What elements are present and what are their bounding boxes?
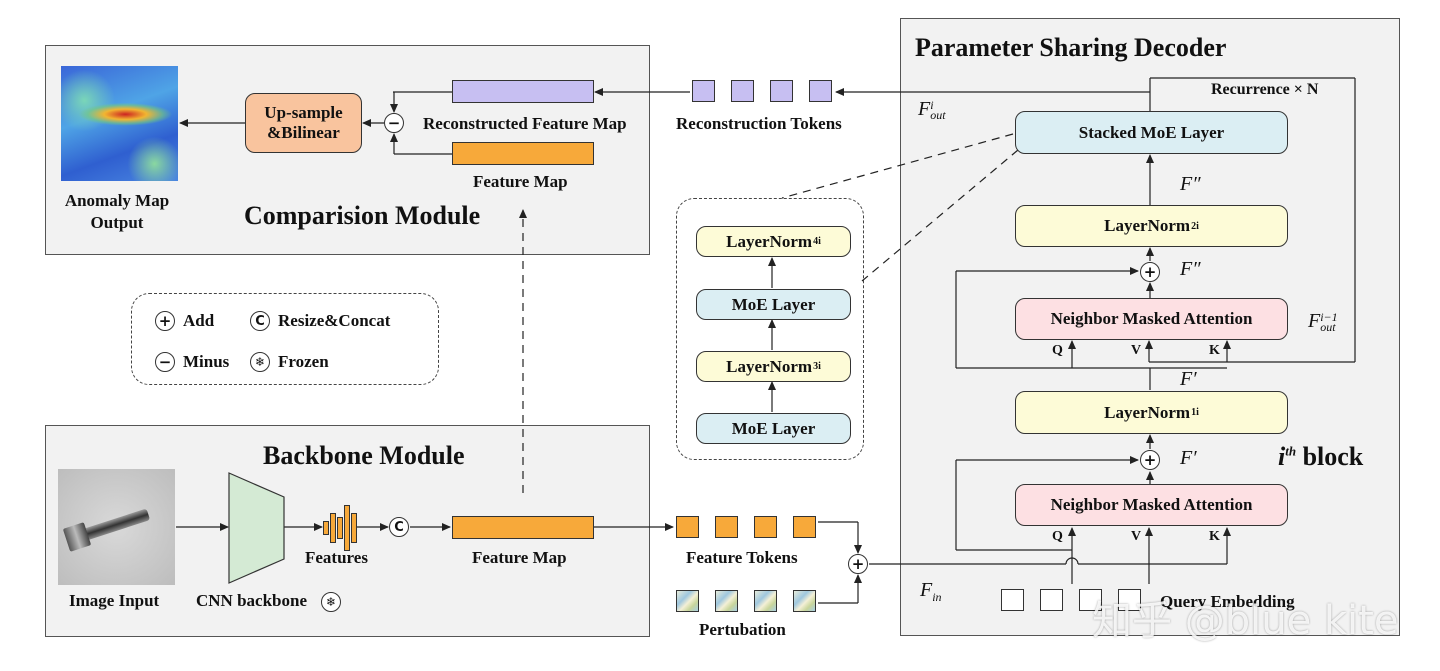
legend-concat-label: Resize&Concat <box>278 311 391 330</box>
stacked-moe-layer: Stacked MoE Layer <box>1015 111 1288 154</box>
features-label: Features <box>305 548 368 567</box>
perturbation-label: Pertubation <box>699 620 786 639</box>
legend-box <box>131 293 439 385</box>
reconstruction-tokens-label: Reconstruction Tokens <box>676 114 842 133</box>
q-label-bottom: Q <box>1052 529 1063 544</box>
add-tokens-icon: + <box>848 554 868 574</box>
comparison-feature-map <box>452 142 594 165</box>
concat-icon: C <box>250 311 270 331</box>
comparison-feature-map-label: Feature Map <box>473 172 568 191</box>
add-icon: + <box>155 311 175 331</box>
f-in-label: Fin <box>920 579 942 604</box>
feature-token <box>676 516 699 538</box>
f-double-prime-label-2: F″ <box>1180 258 1201 280</box>
recurrence-label: Recurrence × N <box>1211 81 1319 98</box>
f-prime-label-1: F′ <box>1180 368 1197 390</box>
reconstruction-token <box>731 80 754 102</box>
feature-bar-5 <box>351 513 357 543</box>
legend-add-label: Add <box>183 311 215 330</box>
ith-block-label: ith block <box>1278 442 1364 471</box>
feature-token <box>715 516 738 538</box>
query-embedding-label: Query Embedding <box>1160 592 1295 611</box>
frozen-backbone-icon: ❄ <box>321 592 341 612</box>
backbone-feature-map-label: Feature Map <box>472 548 567 567</box>
perturbation-token <box>793 590 816 612</box>
minus-icon: − <box>384 113 404 133</box>
minus-legend-icon: − <box>155 352 175 372</box>
image-input-label: Image Input <box>69 591 160 610</box>
decoder-title: Parameter Sharing Decoder <box>915 33 1227 62</box>
feature-bar-2 <box>330 513 336 543</box>
feature-tokens-label: Feature Tokens <box>686 548 798 567</box>
query-embedding-token <box>1040 589 1063 611</box>
concat-backbone-icon: C <box>389 517 409 537</box>
perturbation-token <box>676 590 699 612</box>
perturbation-token <box>715 590 738 612</box>
backbone-feature-map <box>452 516 594 539</box>
upsample-box: Up-sample &Bilinear <box>245 93 362 153</box>
legend-minus-label: Minus <box>183 352 230 371</box>
screw-image <box>58 469 175 585</box>
feature-bar-1 <box>323 521 329 535</box>
anomaly-map-label: Anomaly Map Output <box>64 191 170 232</box>
reconstruction-token <box>809 80 832 102</box>
v-label-bottom: V <box>1131 529 1142 544</box>
k-label-bottom: K <box>1209 529 1220 544</box>
backbone-module-title: Backbone Module <box>263 441 465 470</box>
f-double-prime-label-1: F″ <box>1180 173 1201 195</box>
comparison-module-title: Comparision Module <box>244 201 481 230</box>
reconstruction-token <box>692 80 715 102</box>
watermark: 知乎 @blue kite <box>1092 598 1399 644</box>
f-prime-label-2: F′ <box>1180 447 1197 469</box>
add-residual-2-icon: + <box>1140 262 1160 282</box>
frozen-icon: ❄ <box>250 352 270 372</box>
query-embedding-token <box>1001 589 1024 611</box>
k-label-top: K <box>1209 343 1220 358</box>
query-embedding-token <box>1118 589 1141 611</box>
reconstruction-token <box>770 80 793 102</box>
moe-inset-box <box>676 198 864 460</box>
neighbor-masked-attention-top: Neighbor Masked Attention <box>1015 298 1288 340</box>
q-label-top: Q <box>1052 343 1063 358</box>
neighbor-masked-attention-bottom: Neighbor Masked Attention <box>1015 484 1288 526</box>
anomaly-map-image <box>61 66 178 181</box>
feature-bar-3 <box>337 517 343 539</box>
feature-token <box>754 516 777 538</box>
add-residual-1-icon: + <box>1140 450 1160 470</box>
feature-token <box>793 516 816 538</box>
feature-bar-4 <box>344 505 350 551</box>
query-embedding-token <box>1079 589 1102 611</box>
reconstructed-feature-map <box>452 80 594 103</box>
inset-moe-layer-2: MoE Layer <box>696 413 851 444</box>
legend-frozen-label: Frozen <box>278 352 329 371</box>
v-label-top: V <box>1131 343 1142 358</box>
reconstructed-feature-map-label: Reconstructed Feature Map <box>423 114 627 133</box>
inset-moe-layer-1: MoE Layer <box>696 289 851 320</box>
cnn-backbone-label: CNN backbone <box>196 591 307 610</box>
perturbation-token <box>754 590 777 612</box>
